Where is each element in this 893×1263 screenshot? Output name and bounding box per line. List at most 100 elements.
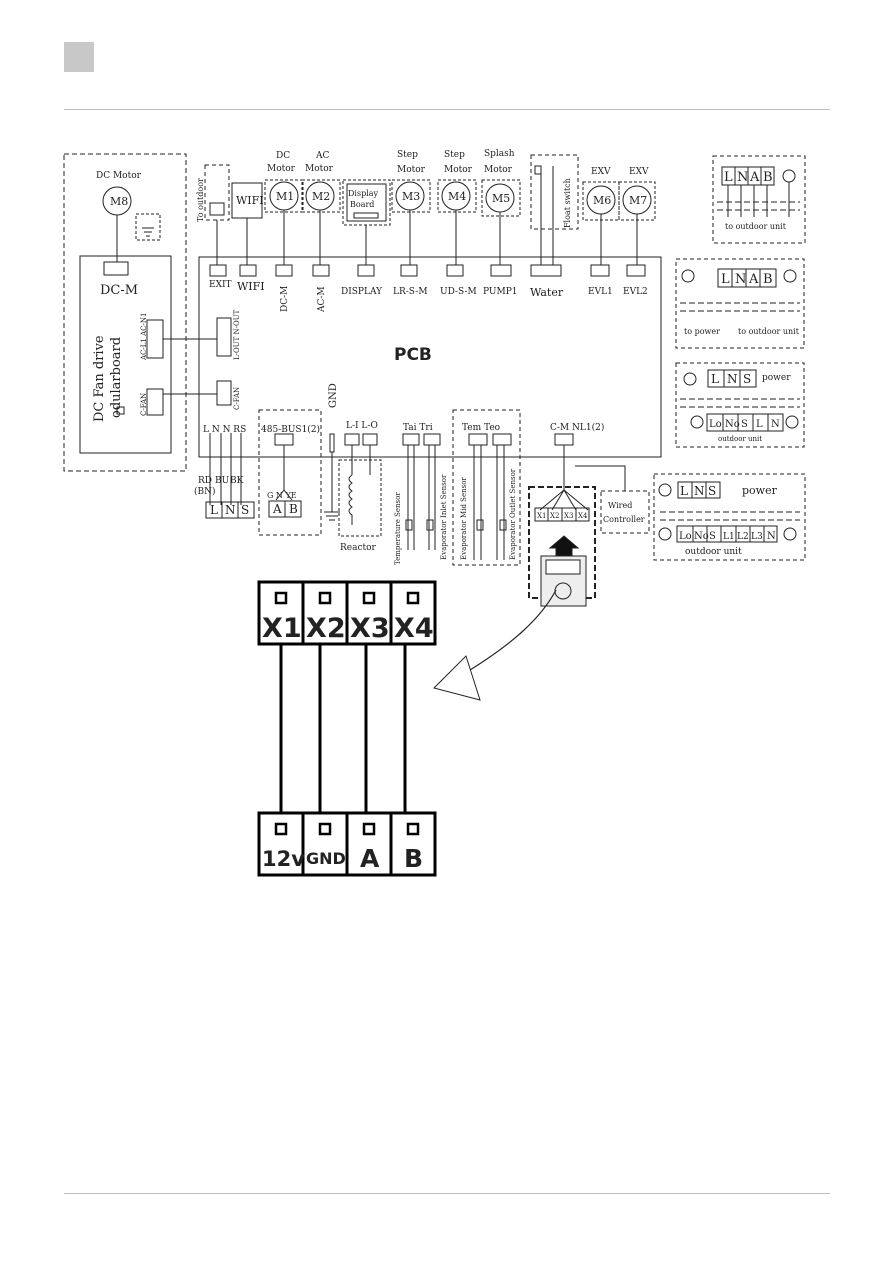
m7-label: M7: [629, 194, 647, 207]
ac-motor-label-2: Motor: [305, 164, 334, 174]
splash-motor-a: Splash: [484, 149, 515, 159]
ab-b: B: [289, 502, 298, 516]
right-box-3: [675, 362, 805, 448]
ac-n1-connector: [146, 319, 164, 359]
ab-a: A: [272, 502, 282, 516]
rb1-l: L: [724, 170, 733, 185]
x-small-4: X4: [578, 512, 588, 520]
gnd-label: GND: [328, 383, 339, 408]
rb3-b-lo: Lo: [709, 419, 722, 430]
terminal-bottom-a: A: [360, 844, 380, 873]
evap-outlet-label: Evaporator Outlet Sensor: [509, 468, 517, 560]
l-out-connector: [216, 317, 232, 357]
rb2-l: L: [721, 272, 730, 287]
bk-label: BK: [230, 476, 244, 486]
lnab-terminal-2: [717, 268, 777, 288]
rb3-b-l: L: [756, 419, 763, 430]
conn-exit: EXIT: [209, 280, 232, 290]
m5-label: M5: [492, 192, 510, 205]
tai-tri-label: Tai Tri: [403, 423, 433, 433]
terminal-top-x1: X1: [262, 613, 302, 644]
rb4-b-n: N: [767, 531, 776, 542]
conn-wifi: WIFI: [237, 280, 265, 293]
m2-label: M2: [312, 190, 330, 203]
c-fan-right-connector: [216, 380, 232, 406]
lnrs-label: L N N RS: [203, 425, 246, 435]
fan-board-box: [79, 255, 172, 454]
rb2-n: N: [735, 272, 746, 287]
rb1-a: A: [749, 170, 760, 185]
right-box-2: [675, 258, 805, 349]
rb1-b: B: [763, 170, 773, 185]
bus-label: 485-BUS1(2): [261, 424, 320, 435]
x-small-1: X1: [537, 512, 546, 520]
rb3-s: S: [743, 372, 751, 386]
rb3-b-n: N: [771, 419, 780, 430]
terminal-top-x4: X4: [394, 613, 434, 644]
bn-label: (BN): [194, 486, 216, 497]
terminal-top-x3: X3: [350, 613, 390, 644]
curved-arrow-head: [433, 655, 481, 701]
display-board-box: [346, 183, 387, 222]
m8-label: M8: [110, 195, 128, 208]
terminal-top-x2: X2: [306, 613, 346, 644]
conn-evl1: EVL1: [588, 287, 613, 297]
pcb-label: PCB: [394, 345, 432, 365]
splash-motor-b: Motor: [484, 165, 513, 175]
terminal-bottom-12v: 12v: [262, 847, 305, 871]
conn-evl2: EVL2: [623, 287, 648, 297]
rb3-outdoor-unit: outdoor unit: [718, 435, 762, 443]
reactor-label: Reactor: [340, 543, 377, 553]
rb3-b-no: No: [725, 419, 740, 430]
tem-teo-label: Tem Teo: [462, 423, 500, 433]
dc-motor-label-1: DC: [276, 151, 290, 161]
float-switch-box: [530, 154, 579, 230]
lns-left-l: L: [210, 503, 218, 517]
to-outdoor-label: To outdoor: [196, 178, 205, 222]
wired-controller-box: [600, 490, 650, 534]
x-small-2: X2: [550, 512, 559, 520]
fan-board-line2: odularboard: [109, 337, 124, 418]
ac-motor-label-1: AC: [315, 151, 329, 161]
rb3-n: N: [727, 372, 738, 386]
cm-nl-label: C-M NL1(2): [550, 422, 604, 433]
evap-inlet-label: Evaporator Inlet Sensor: [440, 474, 448, 560]
rb3-power: power: [762, 373, 791, 383]
dc-motor-title: DC Motor: [96, 171, 142, 181]
dc-motor-label-2: Motor: [267, 164, 296, 174]
conn-lr-s-m: LR-S-M: [393, 287, 428, 297]
bu-label: BU: [215, 476, 230, 486]
rb4-power: power: [742, 484, 778, 497]
exv2-label: EXV: [629, 167, 649, 177]
rb2-to-power: to power: [684, 327, 720, 336]
m1-label: M1: [276, 190, 294, 203]
step-motor-1-a: Step: [397, 150, 418, 160]
rb2-to-outdoor-unit: to outdoor unit: [738, 327, 800, 336]
bus-dashed-box: [258, 409, 322, 536]
dc-fan-module-box: [63, 153, 187, 472]
rb3-b-s: S: [741, 419, 748, 430]
display-board-label-2: Board: [350, 200, 374, 209]
m4-label: M4: [448, 190, 466, 203]
right-box-1: [712, 155, 806, 244]
rb4-b-no: No: [694, 531, 709, 542]
c-fan-left-label: C-FAN: [140, 393, 148, 416]
x-small-3: X3: [564, 512, 573, 520]
m6-label: M6: [593, 194, 611, 207]
step-motor-2-a: Step: [444, 150, 465, 160]
rb4-b-l1: L1: [723, 532, 735, 542]
lns-left-terminal: [205, 501, 255, 519]
ground-box: [135, 213, 161, 241]
rb4-b-l2: L2: [737, 532, 749, 542]
rb4-b-s: S: [709, 531, 716, 542]
terminal-bottom-b: B: [404, 844, 423, 873]
m3-label: M3: [402, 190, 420, 203]
reactor-box: [338, 459, 382, 537]
lns-terminal-4: [677, 481, 721, 499]
l-out-label: L-OUT N-OUT: [233, 309, 241, 360]
gnd-ye-label: G N YE: [267, 491, 297, 500]
temperature-sensor-label: Temperature Sensor: [394, 492, 402, 565]
rb4-l: L: [680, 484, 688, 498]
step-motor-2-b: Motor: [444, 165, 473, 175]
